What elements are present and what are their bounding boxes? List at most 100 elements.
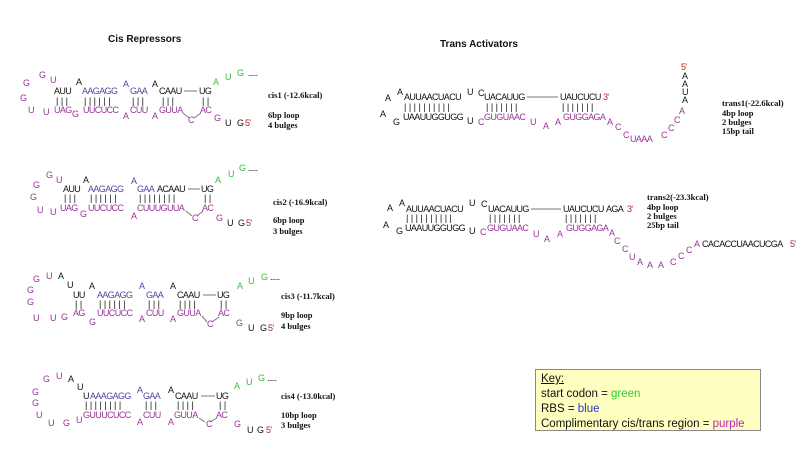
cis4-nucleotides: G bbox=[258, 373, 265, 383]
trans1-nucleotides: A bbox=[607, 117, 613, 127]
cis2-nucleotides: A bbox=[131, 211, 137, 221]
trans2-nucleotides: UAUCUCU bbox=[563, 204, 604, 214]
cis1-nucleotides: C bbox=[188, 115, 194, 125]
cis3-connector-line bbox=[211, 316, 220, 323]
trans2-nucleotides: UACAUUG bbox=[488, 204, 529, 214]
cis2-nucleotides: G bbox=[80, 209, 87, 219]
cis1-base-pair-bonds: | | | bbox=[132, 96, 145, 106]
cis3-strand-end-label: 5' bbox=[268, 323, 274, 333]
cis3-nucleotides: UG bbox=[217, 290, 230, 300]
trans2-nucleotides: A bbox=[383, 220, 389, 230]
cis1-nucleotides: UUCUCC bbox=[83, 105, 119, 115]
cis3-energy-label: cis3 (-11.7kcal) bbox=[281, 291, 335, 301]
cis1-nucleotides: ..... bbox=[248, 68, 258, 78]
trans2-base-pair-bonds: | | | | | | | | | | bbox=[406, 213, 452, 223]
cis4-nucleotides: A bbox=[168, 417, 174, 427]
trans1-nucleotides: C bbox=[668, 123, 674, 133]
trans-activators-title: Trans Activators bbox=[440, 39, 518, 50]
cis1-nucleotides: U bbox=[225, 72, 231, 82]
cis3-nucleotides: G bbox=[236, 318, 243, 328]
cis1-nucleotides: CUU bbox=[130, 105, 148, 115]
cis-repressors-title: Cis Repressors bbox=[108, 34, 182, 45]
trans2-nucleotides: U bbox=[629, 252, 635, 262]
cis2-nucleotides: U bbox=[228, 169, 234, 179]
cis1-base-pair-bonds: | | | bbox=[56, 96, 69, 106]
cis3-nucleotides: ..... bbox=[270, 272, 280, 282]
trans2-base-pair-bonds: | | | | | | | bbox=[489, 213, 521, 223]
cis1-nucleotides: G bbox=[39, 70, 46, 80]
key-color-word: blue bbox=[577, 403, 600, 415]
trans1-nucleotides: A bbox=[682, 71, 688, 81]
cis1-nucleotides: UG bbox=[199, 86, 212, 96]
cis3-nucleotides: UUCUCC bbox=[97, 308, 133, 318]
cis3-nucleotides: U bbox=[248, 276, 254, 286]
cis3-nucleotides: UU bbox=[73, 290, 85, 300]
trans1-nucleotides: GUGGAGA bbox=[563, 112, 606, 122]
trans1-nucleotides: GUGUAAC bbox=[484, 112, 526, 122]
trans1-nucleotides: A bbox=[380, 109, 386, 119]
trans1-nucleotides: A bbox=[397, 87, 403, 97]
cis4-nucleotides: G bbox=[32, 398, 39, 408]
cis3-nucleotides: CUU bbox=[146, 308, 164, 318]
cis2-stat-label: 6bp loop bbox=[273, 215, 305, 225]
cis1-nucleotides: G bbox=[20, 93, 27, 103]
cis1-nucleotides: CAAU bbox=[159, 86, 182, 96]
cis3-nucleotides: U bbox=[248, 323, 254, 333]
trans2-stat-label: 2 bulges bbox=[647, 211, 677, 221]
trans2-nucleotides: C bbox=[678, 251, 684, 261]
trans2-nucleotides: U bbox=[469, 226, 475, 236]
cis2-nucleotides: ..... bbox=[248, 163, 258, 173]
cis1-nucleotides: G bbox=[72, 109, 79, 119]
cis4-nucleotides: U bbox=[246, 377, 252, 387]
trans2-nucleotides: A bbox=[557, 229, 563, 239]
cis2-connector-line bbox=[196, 210, 204, 217]
cis3-base-pair-bonds: | | | | bbox=[179, 299, 196, 309]
cis4-nucleotides: CUU bbox=[143, 410, 161, 420]
cis1-nucleotides: AC bbox=[200, 105, 212, 115]
trans2-nucleotides: GUGGAGA bbox=[566, 223, 609, 233]
cis2-nucleotides: GAA bbox=[137, 184, 155, 194]
cis1-nucleotides: UAG bbox=[54, 105, 72, 115]
cis2-nucleotides: A bbox=[131, 176, 137, 186]
trans1-nucleotides: A bbox=[385, 93, 391, 103]
trans1-strand-end-label: 5' bbox=[681, 62, 687, 72]
cis4-base-pair-bonds: | | bbox=[219, 400, 227, 410]
trans2-strand-end-label: 5' bbox=[790, 239, 796, 249]
cis1-nucleotides: A bbox=[152, 111, 158, 121]
key-label: Complimentary cis/trans region = bbox=[541, 418, 713, 430]
trans1-stat-label: 15bp tail bbox=[722, 126, 754, 136]
cis2-nucleotides: UG bbox=[201, 184, 214, 194]
cis3-stat-label: 9bp loop bbox=[281, 310, 313, 320]
trans1-stat-label: 2 bulges bbox=[722, 117, 752, 127]
cis3-nucleotides: U bbox=[50, 313, 56, 323]
cis2-nucleotides: U bbox=[50, 207, 56, 217]
cis3-base-pair-bonds: | | | | | | bbox=[99, 299, 126, 309]
cis4-nucleotides: A bbox=[137, 417, 143, 427]
cis4-nucleotides: C bbox=[206, 419, 212, 429]
trans2-nucleotides: U bbox=[533, 229, 539, 239]
trans2-nucleotides: CACACCUAACUCGA bbox=[702, 239, 783, 249]
cis3-nucleotides: GUUA bbox=[177, 308, 201, 318]
trans1-base-pair-bonds: | | | | | | | | | | bbox=[404, 102, 450, 112]
cis1-strand-end-label: 5' bbox=[245, 118, 251, 128]
cis2-stat-label: 3 bulges bbox=[273, 226, 303, 236]
cis4-nucleotides: GUUUCUCC bbox=[83, 410, 131, 420]
cis3-nucleotides: G bbox=[27, 285, 34, 295]
cis3-nucleotides: A bbox=[89, 281, 95, 291]
trans2-nucleotides: C bbox=[622, 244, 628, 254]
cis4-strand-end-label: 5' bbox=[266, 425, 272, 435]
cis2-nucleotides: G bbox=[30, 192, 37, 202]
trans1-nucleotides: C bbox=[478, 88, 484, 98]
trans1-nucleotides: UAAUUGGUGG bbox=[403, 112, 464, 122]
cis4-nucleotides: A bbox=[137, 385, 143, 395]
cis1-nucleotides: G bbox=[237, 68, 244, 78]
cis1-energy-label: cis1 (-12.6kcal) bbox=[268, 90, 323, 100]
cis1-nucleotides: U bbox=[28, 105, 34, 115]
cis2-nucleotides: G bbox=[238, 218, 245, 228]
cis3-nucleotides: AG bbox=[73, 308, 85, 318]
trans1-nucleotides: A bbox=[543, 121, 549, 131]
trans2-nucleotides: C bbox=[686, 245, 692, 255]
cis4-nucleotides: G bbox=[234, 419, 241, 429]
